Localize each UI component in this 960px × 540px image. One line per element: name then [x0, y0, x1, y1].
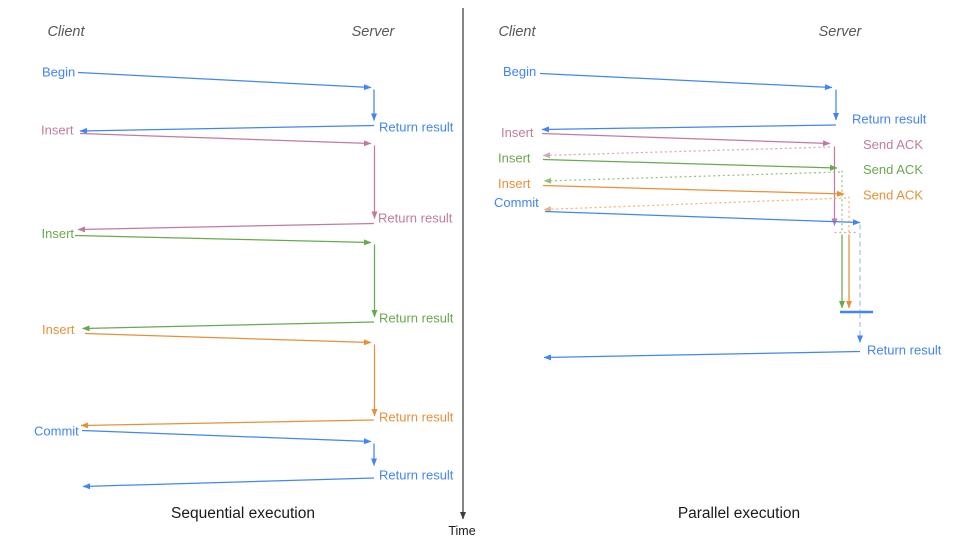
parallel-ack-return-dotted-insert-1 — [542, 146, 831, 159]
parallel-panel-title-parallel: Parallel execution — [678, 505, 800, 522]
parallel-return-result-label-commit: Return result — [867, 343, 942, 358]
sequential-request-arrow-insert-2 — [74, 234, 372, 246]
parallel-request-arrow-commit — [544, 210, 861, 226]
sequential-request-label-insert-1: Insert — [41, 123, 74, 138]
sequential-return-result-label-insert-3: Return result — [379, 410, 454, 425]
sequential-return-result-label-insert-1: Return result — [378, 211, 453, 226]
parallel-actor-server-heading: Server — [819, 24, 863, 40]
sequential-request-arrow-begin — [77, 71, 372, 91]
parallel-return-arrow-begin — [541, 124, 837, 133]
sequential-request-arrow-insert-3 — [84, 332, 372, 346]
parallel-send-ack-label-insert-3: Send ACK — [863, 188, 923, 203]
sequential-panel-title-sequential: Sequential execution — [171, 505, 315, 522]
parallel-return-result-label-begin: Return result — [852, 112, 927, 127]
sequential-request-arrow-insert-1 — [79, 132, 372, 147]
parallel-request-arrow-insert-3 — [542, 184, 845, 197]
parallel-request-label-insert-1: Insert — [501, 125, 534, 140]
sequential-request-arrow-commit — [81, 429, 372, 445]
sequential-request-label-insert-3: Insert — [42, 322, 75, 337]
sequential-return-arrow-insert-3 — [80, 419, 375, 429]
parallel-request-arrow-insert-1 — [541, 132, 831, 147]
parallel-request-label-insert-3: Insert — [498, 176, 531, 191]
parallel-request-label-begin: Begin — [503, 64, 536, 79]
sequential-return-arrow-insert-1 — [77, 222, 375, 233]
parallel-request-label-insert-2: Insert — [498, 151, 531, 166]
parallel-actor-client-heading: Client — [498, 24, 536, 40]
time-axis-label: Time — [448, 524, 475, 538]
sequential-request-label-commit: Commit — [34, 424, 79, 439]
sequential-return-arrow-insert-2 — [82, 321, 375, 332]
sequential-request-label-begin: Begin — [42, 65, 75, 80]
parallel-ack-return-dotted-insert-3 — [543, 197, 847, 213]
parallel-request-arrow-begin — [539, 72, 833, 91]
sequential-return-result-label-insert-2: Return result — [379, 311, 454, 326]
parallel-request-label-commit: Commit — [494, 195, 539, 210]
sequential-actor-client-heading: Client — [47, 24, 85, 40]
parallel-ack-return-dotted-insert-2 — [543, 171, 841, 184]
parallel-send-ack-label-insert-1: Send ACK — [863, 137, 923, 152]
sequential-return-result-label-begin: Return result — [379, 120, 454, 135]
sequential-request-label-insert-2: Insert — [42, 226, 75, 241]
parallel-send-ack-label-insert-2: Send ACK — [863, 162, 923, 177]
sequential-actor-server-heading: Server — [352, 24, 396, 40]
sequential-return-arrow-begin — [79, 124, 375, 134]
parallel-return-arrow-commit — [543, 350, 861, 361]
parallel-request-arrow-insert-2 — [542, 158, 838, 171]
sequential-return-result-label-commit: Return result — [379, 468, 454, 483]
sequential-return-arrow-commit — [82, 477, 375, 490]
